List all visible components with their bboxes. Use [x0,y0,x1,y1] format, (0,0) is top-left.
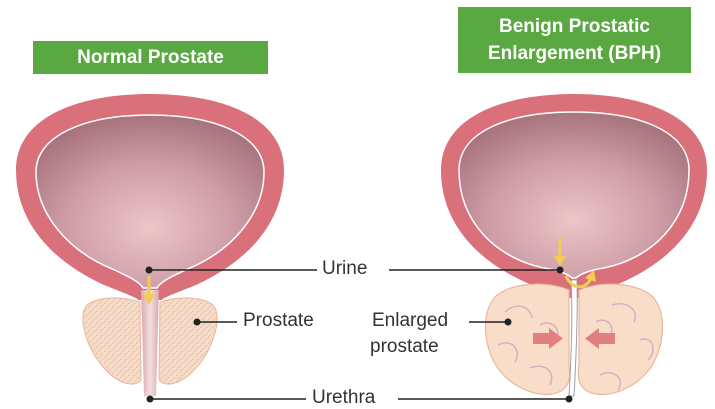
bph-bladder [441,94,707,298]
enlarged-prostate-label-line2: prostate [370,336,439,358]
urine-label: Urine [322,258,367,280]
normal-urethra [141,290,159,396]
normal-prostate-lobe-left [83,298,141,384]
urethra-label: Urethra [312,387,375,409]
normal-prostate-lobe-right [159,298,217,384]
prostate-label: Prostate [243,310,314,332]
enlarged-prostate-label-line1: Enlarged [372,310,448,332]
